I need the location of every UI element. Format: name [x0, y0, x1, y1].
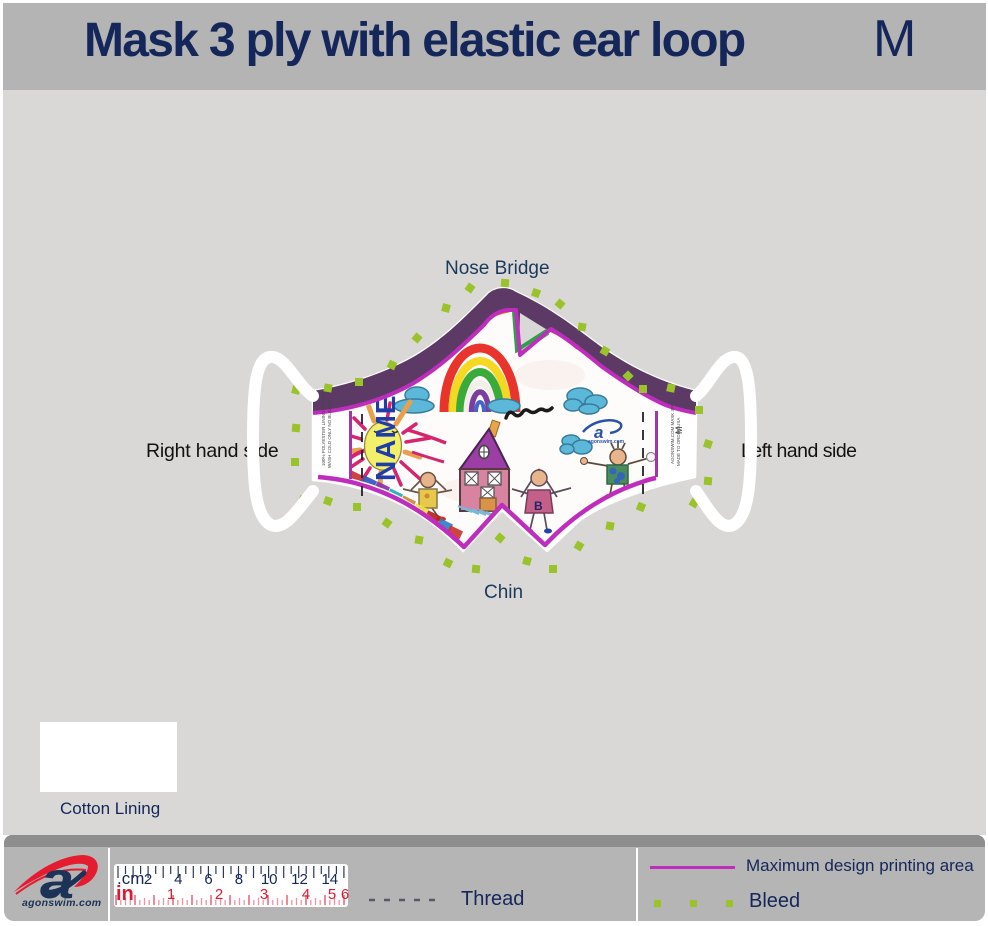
svg-text:2: 2 [215, 886, 223, 903]
svg-text:5: 5 [328, 886, 336, 903]
svg-text:agonswim.com: agonswim.com [22, 897, 101, 909]
svg-text:4: 4 [174, 871, 182, 888]
svg-text:a: a [594, 423, 603, 442]
svg-text:12: 12 [291, 871, 308, 888]
svg-text:100% POLYESTER LINING COTTON: 100% POLYESTER LINING COTTON [321, 390, 326, 466]
svg-text:6: 6 [341, 886, 349, 903]
svg-text:8: 8 [235, 871, 243, 888]
svg-text:1: 1 [167, 886, 175, 903]
svg-text:WASH COLD ONLY NO BLEACH: WASH COLD ONLY NO BLEACH [327, 401, 332, 468]
svg-text:3: 3 [260, 886, 268, 903]
svg-text:10: 10 [261, 871, 278, 888]
svg-text:6: 6 [204, 871, 212, 888]
svg-text:AGONSWIM.COM MASK 3PLY: AGONSWIM.COM MASK 3PLY [670, 401, 675, 464]
svg-text:14: 14 [321, 871, 338, 888]
svg-text:2: 2 [144, 871, 152, 888]
svg-text:in: in [116, 883, 134, 905]
svg-text:NAME: NAME [370, 395, 401, 481]
svg-text:.cm: .cm [117, 869, 144, 888]
svg-text:agonswim.com: agonswim.com [588, 439, 625, 445]
svg-text:a: a [40, 852, 74, 910]
svg-text:M: M [674, 427, 684, 435]
svg-text:4: 4 [302, 886, 310, 903]
svg-text:B: B [534, 499, 543, 513]
svg-text:MADE TO ORDER USA: MADE TO ORDER USA [676, 418, 681, 466]
